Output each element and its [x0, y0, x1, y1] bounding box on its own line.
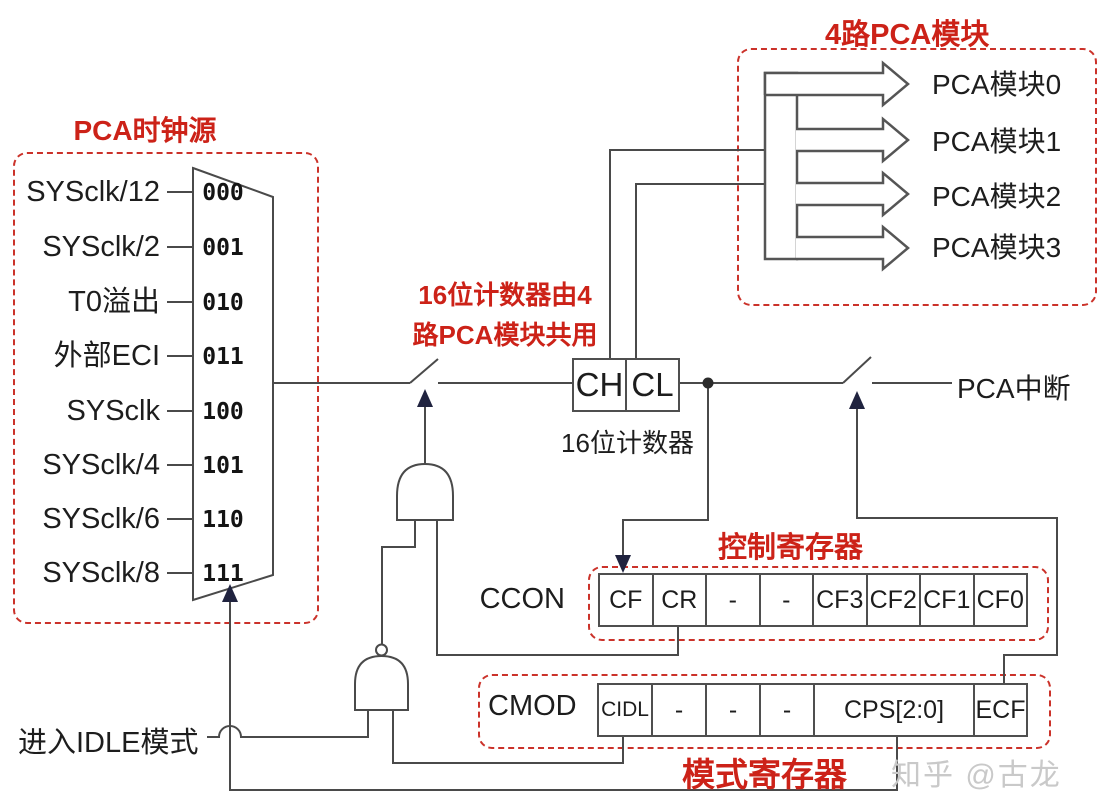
idle-to-nand-wire [207, 710, 369, 738]
counter-caption: 16位计数器 [561, 428, 694, 458]
ccon-group-box [588, 566, 1049, 641]
clock-input-label-5: SYSclk/4 [42, 449, 160, 481]
cmod-bit-2: - [705, 685, 759, 735]
cmod-title: 模式寄存器 [682, 756, 847, 793]
mux-select-code-5: 101 [202, 453, 244, 479]
counter-annotation-line2: 路PCA模块共用 [412, 320, 598, 350]
ccon-bit-cf: CF [609, 586, 643, 614]
ccon-bit-cf2: CF2 [865, 575, 920, 625]
clock-input-label-3: 外部ECI [53, 340, 160, 372]
cmod-bit-ecf: ECF [973, 685, 1026, 735]
pca-module-label-1: PCA模块1 [932, 126, 1062, 157]
ecf-to-switch-wire [856, 409, 1058, 683]
mux-select-code-4: 100 [202, 399, 244, 425]
cmod-register-row: CIDL - - - CPS[2:0] ECF [597, 683, 1028, 737]
clock-input-label-2: T0溢出 [68, 286, 160, 318]
fanout-trunk [763, 71, 799, 261]
clock-switch-blade [409, 358, 439, 384]
cps-to-mux-select-wire [229, 602, 898, 791]
cmod-group-box [478, 674, 1051, 749]
idle-mode-label: 进入IDLE模式 [18, 727, 199, 759]
ccon-bit-2: - [705, 575, 759, 625]
ccon-bit-cr: CR [651, 575, 706, 625]
nand-gate [354, 654, 409, 711]
arrowheads [222, 389, 865, 602]
counter-shared-annotation: 16位计数器由4 路PCA模块共用 [383, 275, 627, 355]
mux-select-code-0: 000 [202, 180, 244, 206]
nand-to-and-wire [381, 520, 416, 644]
cmod-bit-3: - [759, 685, 813, 735]
pca-module-label-0: PCA模块0 [932, 69, 1062, 100]
cmod-bit-cps: CPS[2:0] [813, 685, 973, 735]
counter-annotation-line1: 16位计数器由4 [418, 280, 592, 310]
clock-input-label-0: SYSclk/12 [26, 176, 160, 208]
pca-module-label-3: PCA模块3 [932, 232, 1062, 263]
cidl-to-nand-wire [392, 710, 624, 764]
interrupt-switch-blade [842, 356, 872, 384]
ccon-register-name: CCON [479, 583, 565, 615]
counter-low-byte: CL [625, 360, 678, 410]
ccon-bit-cf0: CF0 [972, 575, 1027, 625]
fanout-arrow-2 [796, 170, 910, 218]
pca-modules-title: 4路PCA模块 [825, 19, 990, 51]
cmod-bit-1: - [651, 685, 705, 735]
watermark: 知乎 @古龙 [891, 759, 1062, 792]
clock-input-label-1: SYSclk/2 [42, 231, 160, 263]
arrow-to-interrupt-switch [849, 391, 865, 409]
fanout-arrow-1 [796, 116, 910, 164]
and-gate [396, 462, 454, 521]
ccon-bit-cf1: CF1 [919, 575, 973, 625]
pca-module-label-2: PCA模块2 [932, 181, 1062, 212]
clock-input-label-6: SYSclk/6 [42, 503, 160, 535]
fanout-arrow-3 [796, 224, 910, 272]
cr-to-and-wire [436, 520, 679, 656]
mux-select-code-6: 110 [202, 507, 244, 533]
pca-modules-group-box [737, 48, 1097, 306]
mux-select-code-2: 010 [202, 290, 244, 316]
counter-register-box: CH CL [572, 358, 680, 412]
mux-select-code-3: 011 [202, 344, 244, 370]
ccon-title: 控制寄存器 [718, 532, 864, 564]
mux-shape [192, 166, 274, 602]
cmod-register-name: CMOD [488, 690, 577, 722]
nand-inverter-bubble [375, 643, 388, 657]
mux-select-code-1: 001 [202, 235, 244, 261]
wires [167, 149, 1058, 791]
counter-high-byte: CH [575, 366, 624, 403]
ccon-bit-cf3: CF3 [812, 575, 866, 625]
module-fanout-comb [763, 60, 910, 272]
ccon-register-row: CF CR - - CF3 CF2 CF1 CF0 [598, 573, 1028, 627]
clock-source-title: PCA时钟源 [73, 115, 217, 146]
counter-to-cf-wire [622, 383, 709, 556]
pca-interrupt-label: PCA中断 [957, 373, 1071, 404]
arrow-to-clock-switch [417, 389, 433, 407]
ch-to-modules-wire [609, 149, 764, 358]
junction-dot [702, 377, 714, 389]
mux-input-ticks [167, 191, 194, 574]
cmod-bit-cidl: CIDL [601, 698, 649, 721]
ccon-bit-3: - [758, 575, 813, 625]
arrow-into-mux-select [222, 584, 238, 602]
arrow-into-cf-bit [615, 555, 631, 573]
cl-to-modules-wire [635, 183, 764, 358]
clock-input-label-4: SYSclk [66, 395, 160, 427]
clock-input-label-7: SYSclk/8 [42, 557, 160, 589]
mux-select-code-7: 111 [202, 561, 244, 587]
fanout-arrow-0 [763, 60, 910, 108]
clock-source-group-box [13, 152, 319, 624]
